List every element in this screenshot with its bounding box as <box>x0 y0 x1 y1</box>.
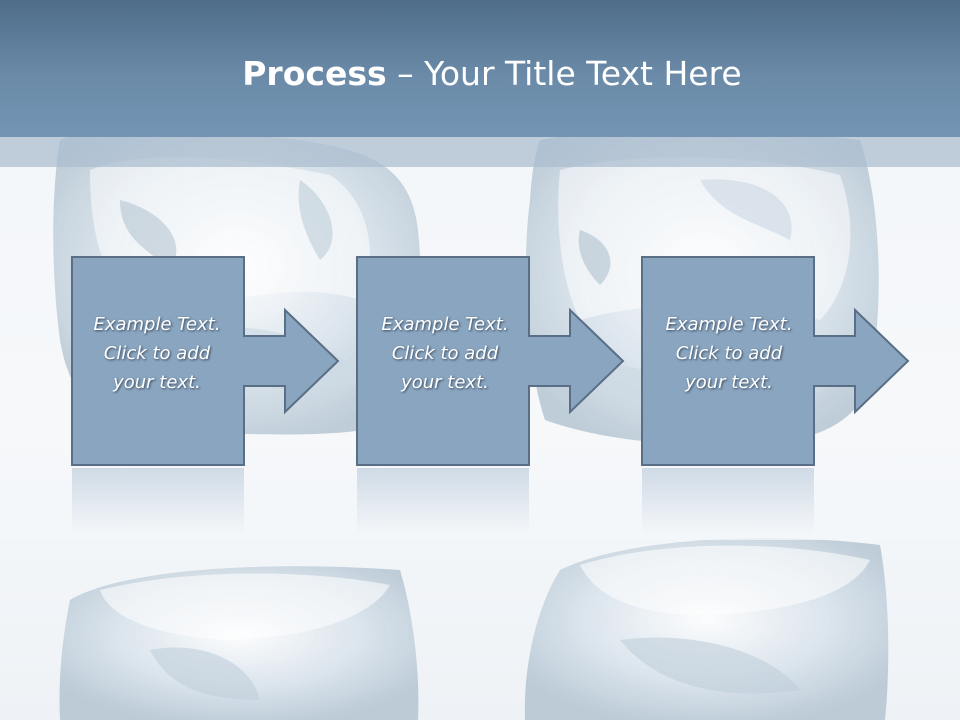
process-step-3[interactable] <box>641 256 910 535</box>
step-3-text[interactable]: Example Text. Click to add your text. <box>665 314 793 393</box>
slide-title[interactable]: Process – Your Title Text Here <box>0 52 960 96</box>
step-1-reflection <box>72 468 244 535</box>
step-2-box-arrow-shape <box>356 256 625 466</box>
step-2-reflection <box>357 468 529 535</box>
step-3-reflection <box>642 468 814 535</box>
step-1-box-arrow-shape <box>71 256 340 466</box>
title-bar <box>0 0 960 137</box>
process-step-1[interactable] <box>71 256 340 535</box>
step-1-text[interactable]: Example Text. Click to add your text. <box>93 314 221 393</box>
step-2-text[interactable]: Example Text. Click to add your text. <box>381 314 509 393</box>
title-bold-word: Process <box>242 54 387 93</box>
process-step-2[interactable] <box>356 256 625 535</box>
title-accent-strip <box>0 137 960 167</box>
title-rest: – Your Title Text Here <box>386 54 742 93</box>
ice-cube-bottom-left <box>59 566 419 720</box>
ice-cube-bottom-right <box>524 538 889 720</box>
step-3-box-arrow-shape <box>641 256 910 466</box>
